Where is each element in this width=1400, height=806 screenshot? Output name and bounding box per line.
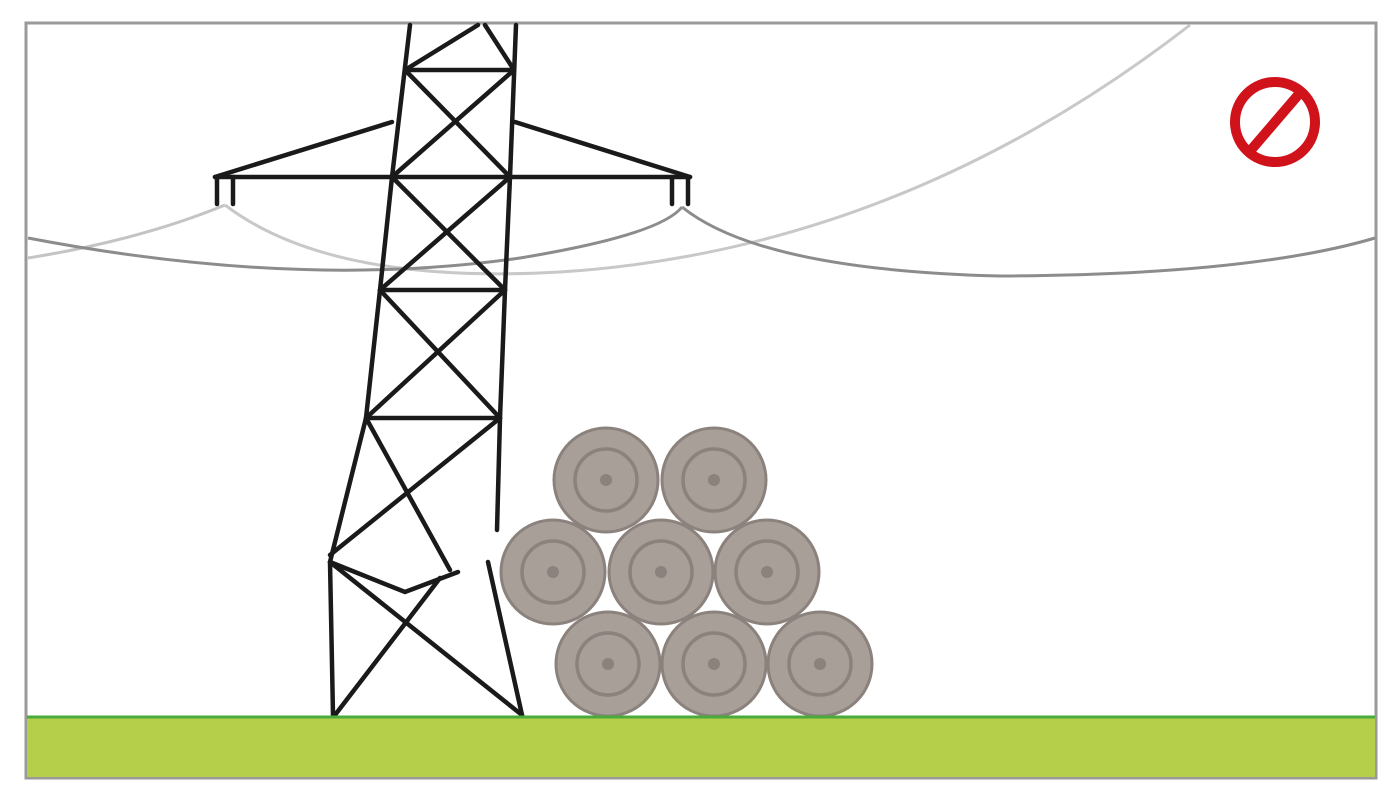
hay-bale-icon [660, 426, 768, 534]
ground [27, 717, 1375, 777]
prohibited-icon [1230, 77, 1320, 167]
hay-bale-icon [607, 518, 715, 626]
hay-bale-icon [552, 426, 660, 534]
hay-bale-icon [713, 518, 821, 626]
hay-bale-stack [499, 426, 874, 718]
pylon-icon [212, 22, 693, 718]
hay-bale-icon [766, 610, 874, 718]
hay-bale-icon [554, 610, 662, 718]
power-line-icon [27, 23, 1376, 278]
hay-bale-icon [660, 610, 768, 718]
hay-bale-icon [499, 518, 607, 626]
